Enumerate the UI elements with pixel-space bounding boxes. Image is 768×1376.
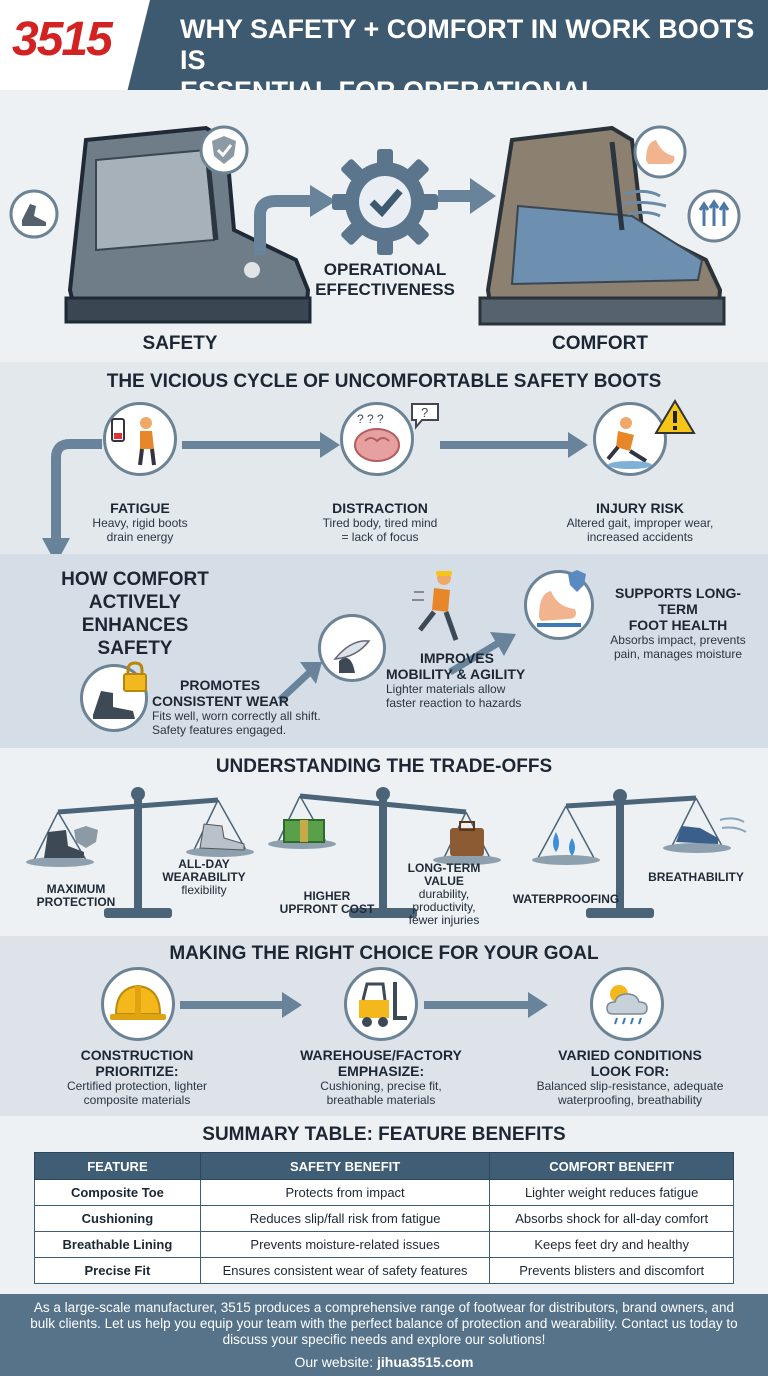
- injury-risk-block: INJURY RISK Altered gait, improper wear,…: [566, 500, 714, 544]
- cycle-arrow-2: [440, 441, 570, 449]
- safety-boot-icon: [64, 125, 312, 324]
- table-cell: Composite Toe: [34, 1179, 201, 1206]
- question-bubble-icon: ?: [411, 403, 439, 430]
- enhance-arrows-icon: [277, 632, 516, 703]
- upfront-cost-label: HIGHER UPFRONT COST: [279, 889, 375, 916]
- cycle-loop-arrow-icon: [42, 439, 102, 564]
- cycle-arrow-1: [182, 441, 322, 449]
- table-cell: Cushioning: [34, 1205, 201, 1232]
- table-cell: Precise Fit: [34, 1257, 201, 1284]
- gear-check-icon: [332, 149, 438, 255]
- boot-impact-icon: [9, 189, 59, 239]
- table-cell: Prevents moisture-related issues: [199, 1231, 491, 1258]
- tradeoffs-title: UNDERSTANDING THE TRADE-OFFS: [215, 756, 553, 777]
- breathability-label: BREATHABILITY: [648, 870, 744, 884]
- table-cell: Protects from impact: [199, 1179, 491, 1206]
- safety-label: SAFETY: [142, 333, 218, 354]
- arrow-to-comfort-icon: [438, 178, 496, 214]
- table-header-row: FEATURE SAFETY BENEFIT COMFORT BENEFIT: [34, 1152, 734, 1180]
- table-row: Cushioning Reduces slip/fall risk from f…: [34, 1205, 734, 1232]
- table-cell: Absorbs shock for all-day comfort: [489, 1205, 734, 1232]
- table-row: Breathable Lining Prevents moisture-rela…: [34, 1231, 734, 1258]
- fatigue-icon: [103, 402, 177, 476]
- varied-conditions-block: VARIED CONDITIONS LOOK FOR: Balanced sli…: [536, 1047, 724, 1107]
- waterproofing-label: WATERPROOFING: [512, 892, 620, 906]
- insole-icon: [633, 125, 687, 179]
- injury-risk-icon: [593, 402, 667, 476]
- mobility-block: IMPROVES MOBILITY & AGILITY Lighter mate…: [386, 650, 526, 710]
- choice-arrow-head-1: [282, 992, 302, 1018]
- table-header-cell: FEATURE: [34, 1152, 201, 1180]
- warehouse-block: WAREHOUSE/FACTORY EMPHASIZE: Cushioning,…: [300, 1047, 462, 1107]
- protective-boot-icon: [44, 830, 84, 858]
- footer: [0, 1294, 768, 1376]
- title-line-1: WHY SAFETY + COMFORT IN WORK BOOTS IS: [180, 14, 755, 75]
- table-header-cell: SAFETY BENEFIT: [199, 1152, 491, 1180]
- footer-text: As a large-scale manufacturer, 3515 prod…: [30, 1300, 738, 1347]
- page-title: WHY SAFETY + COMFORT IN WORK BOOTS IS ES…: [180, 14, 760, 90]
- weather-icon: [590, 967, 664, 1041]
- svg-text:?: ?: [421, 405, 428, 420]
- title-line-2: ESSENTIAL FOR OPERATIONAL EFFECTIVENESS: [180, 76, 760, 90]
- lightweight-feather-icon: [318, 614, 386, 682]
- fatigue-block: FATIGUE Heavy, rigid boots drain energy: [92, 500, 188, 544]
- comfort-enhances-title: HOW COMFORT ACTIVELY ENHANCES SAFETY: [61, 569, 209, 659]
- long-term-value-label: LONG-TERM VALUE durability, productivity…: [407, 861, 481, 927]
- max-protection-label: MAXIMUM PROTECTION: [36, 882, 116, 909]
- table-cell: Prevents blisters and discomfort: [489, 1257, 734, 1284]
- table-cell: Ensures consistent wear of safety featur…: [199, 1257, 491, 1284]
- airflow-icon: [687, 189, 741, 243]
- svg-text:? ? ?: ? ? ?: [357, 412, 384, 426]
- footer-website: Our website: jihua3515.com: [0, 1354, 768, 1370]
- wind-icon: [621, 189, 667, 218]
- cycle-arrow-head-1: [320, 432, 340, 458]
- summary-table: FEATURE SAFETY BENEFIT COMFORT BENEFIT C…: [34, 1152, 734, 1284]
- header: 3515 WHY SAFETY + COMFORT IN WORK BOOTS …: [0, 0, 768, 90]
- cycle-arrow-head-2: [568, 432, 588, 458]
- table-row: Precise Fit Ensures consistent wear of s…: [34, 1257, 734, 1284]
- website-prefix: Our website:: [294, 1354, 377, 1370]
- choice-arrow-1: [180, 1001, 284, 1009]
- hard-hat-icon: [101, 967, 175, 1041]
- choice-arrow-head-2: [528, 992, 548, 1018]
- brand-logo: 3515: [12, 13, 113, 66]
- forklift-icon: [344, 967, 418, 1041]
- running-worker-icon: [412, 571, 459, 641]
- choice-arrow-2: [424, 1001, 530, 1009]
- distraction-brain-icon: ? ? ?: [340, 402, 414, 476]
- warning-icon: [654, 399, 696, 434]
- table-cell: Breathable Lining: [34, 1231, 201, 1258]
- operational-effectiveness-label: OPERATIONAL EFFECTIVENESS: [315, 260, 455, 299]
- shield-icon: [568, 570, 586, 592]
- vicious-cycle-title: THE VICIOUS CYCLE OF UNCOMFORTABLE SAFET…: [106, 371, 662, 392]
- foot-health-block: SUPPORTS LONG-TERM FOOT HEALTH Absorbs i…: [610, 585, 746, 661]
- balance-scales-icon: [26, 787, 747, 918]
- construction-block: CONSTRUCTION PRIORITIZE: Certified prote…: [66, 1047, 208, 1107]
- distraction-block: DISTRACTION Tired body, tired mind = lac…: [322, 500, 438, 544]
- lock-icon: [123, 661, 147, 692]
- table-cell: Keeps feet dry and healthy: [489, 1231, 734, 1258]
- shield-check-icon: [199, 125, 249, 175]
- comfort-boot-icon: [478, 125, 726, 326]
- table-cell: Reduces slip/fall risk from fatigue: [199, 1205, 491, 1232]
- table-row: Composite Toe Protects from impact Light…: [34, 1179, 734, 1206]
- consistent-wear-block: PROMOTES CONSISTENT WEAR Fits well, worn…: [152, 677, 321, 737]
- wearability-label: ALL-DAY WEARABILITY flexibility: [162, 857, 246, 897]
- website-link[interactable]: jihua3515.com: [376, 1354, 474, 1370]
- summary-title: SUMMARY TABLE: FEATURE BENEFITS: [202, 1124, 566, 1145]
- table-header-cell: COMFORT BENEFIT: [489, 1152, 734, 1180]
- table-cell: Lighter weight reduces fatigue: [489, 1179, 734, 1206]
- right-choice-title: MAKING THE RIGHT CHOICE FOR YOUR GOAL: [169, 943, 599, 964]
- arrow-to-gear-icon: [254, 185, 336, 255]
- comfort-label: COMFORT: [551, 333, 649, 354]
